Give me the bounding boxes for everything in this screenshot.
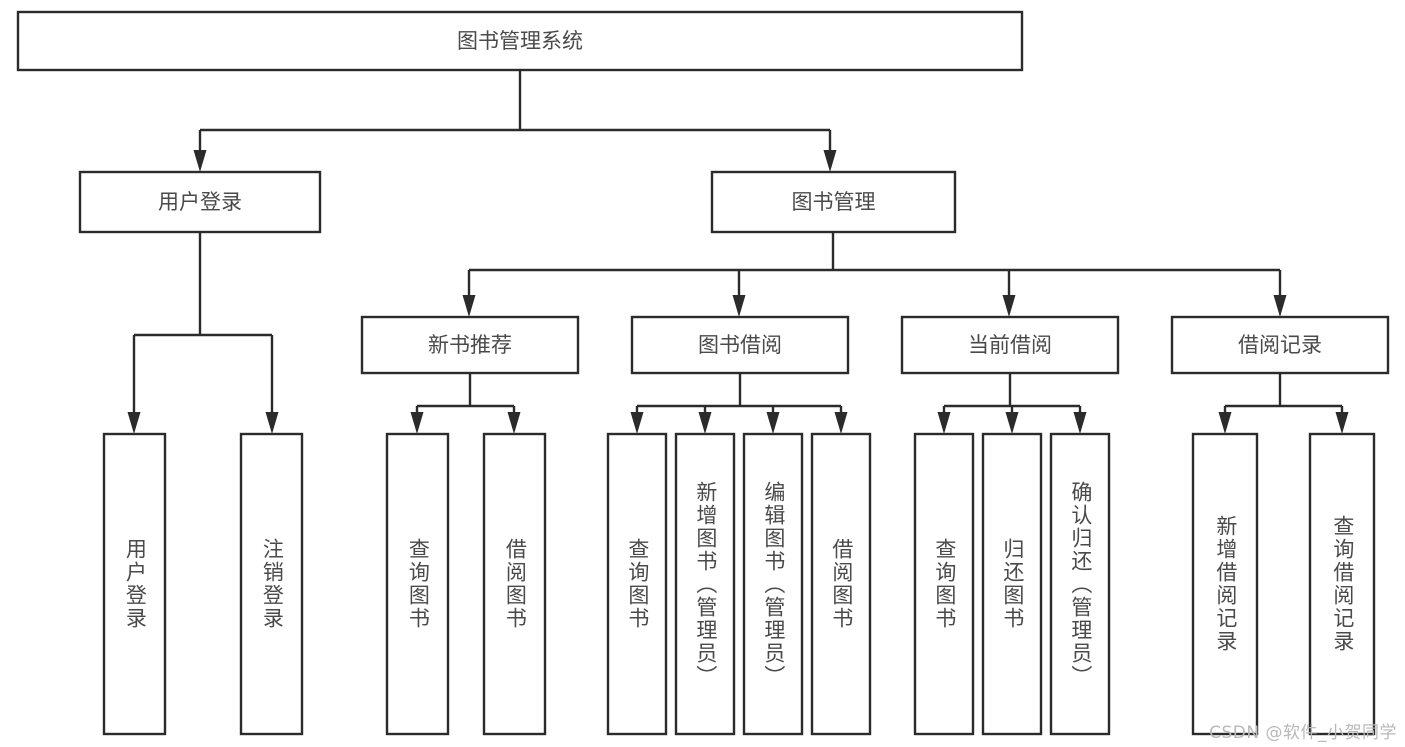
leaf-leaf-query-book-3-box[interactable] [913,432,975,736]
leaf-leaf-edit-book-box[interactable] [742,432,804,736]
node-borrow-record-label: 借阅记录 [1238,333,1322,357]
leaf-leaf-query-record-box[interactable] [1308,432,1376,736]
leaf-leaf-borrow-book-1-box[interactable] [482,432,547,736]
root-node-box[interactable] [16,10,1024,72]
leaf-leaf-query-book-1-box[interactable] [385,432,450,736]
arrow-head-icon [462,295,476,317]
node-book-borrow-box[interactable] [630,315,850,375]
leaf-leaf-confirm-return-box[interactable] [1049,432,1111,736]
arrow-head-icon [265,412,279,434]
arrow-head-icon [766,412,780,434]
node-current-borrow-box[interactable] [900,315,1120,375]
arrow-head-icon [410,412,424,434]
arrow-head-icon [630,412,644,434]
arrow-head-icon [507,412,521,434]
node-user-login-label: 用户登录 [158,190,242,214]
leaf-leaf-borrow-book-2-box[interactable] [810,432,872,736]
leaf-leaf-add-book-box[interactable] [674,432,736,736]
leaf-leaf-user-login-box[interactable] [102,432,167,736]
node-current-borrow-label: 当前借阅 [968,333,1052,357]
arrow-head-icon [1273,295,1287,317]
arrow-head-icon [1218,412,1232,434]
node-borrow-record-box[interactable] [1170,315,1390,375]
leaf-leaf-query-book-2-box[interactable] [606,432,668,736]
root-node-label: 图书管理系统 [457,29,583,53]
watermark-text: CSDN @软件_小贺同学 [1209,723,1397,743]
arrow-head-icon [834,412,848,434]
node-book-borrow-label: 图书借阅 [698,333,782,357]
arrow-head-icon [937,412,951,434]
node-book-manage-label: 图书管理 [792,190,876,214]
node-box-layer [16,10,1390,736]
node-new-book-rec-label: 新书推荐 [428,333,512,357]
connector-layer [127,70,1349,434]
arrow-head-icon [823,150,837,172]
arrow-head-icon [1005,412,1019,434]
arrow-head-icon [1335,412,1349,434]
arrow-head-icon [732,295,746,317]
arrow-head-icon [193,150,207,172]
node-user-login-box[interactable] [78,170,322,234]
arrow-head-icon [1073,412,1087,434]
arrow-head-icon [127,412,141,434]
leaf-leaf-add-record-box[interactable] [1191,432,1259,736]
arrow-head-icon [698,412,712,434]
leaf-leaf-return-book-box[interactable] [981,432,1043,736]
node-new-book-rec-box[interactable] [360,315,580,375]
node-book-manage-box[interactable] [710,170,957,234]
arrow-head-icon [1002,295,1016,317]
leaf-leaf-logout-box[interactable] [239,432,304,736]
